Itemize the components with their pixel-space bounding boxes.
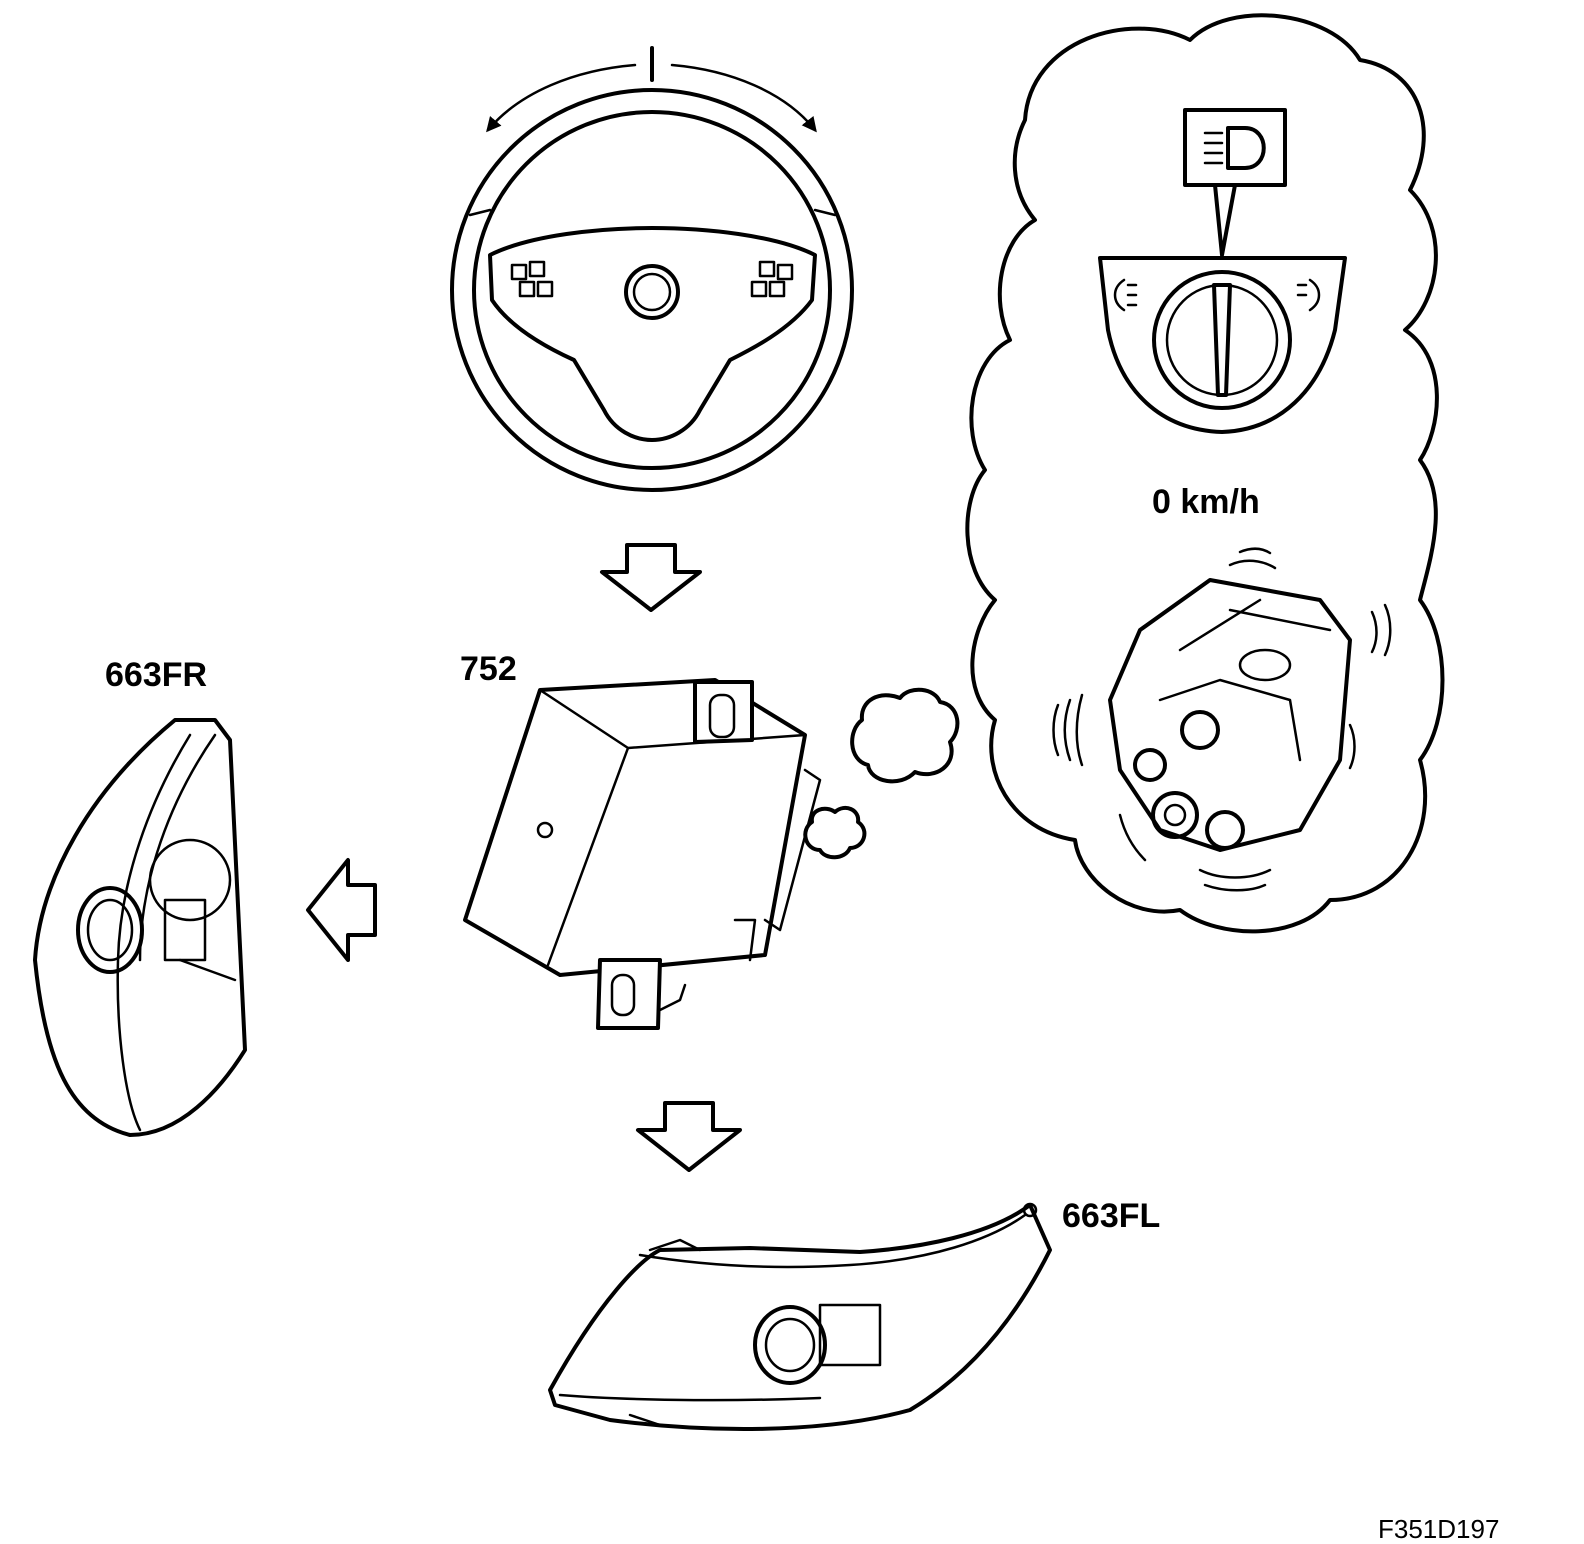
headlamp-symbol-icon xyxy=(1183,108,1287,257)
label-speed: 0 km/h xyxy=(1152,483,1260,521)
headlamp-right-icon xyxy=(33,718,247,1137)
label-663fl: 663FL xyxy=(1062,1197,1160,1235)
steering-wheel-icon xyxy=(450,88,854,492)
control-module-icon xyxy=(463,678,822,1030)
thought-bubble-medium xyxy=(850,687,960,784)
label-663fr: 663FR xyxy=(105,656,207,694)
light-switch-icon xyxy=(1098,256,1347,434)
label-752: 752 xyxy=(460,650,517,688)
steering-rotation-indicator xyxy=(486,46,817,133)
arrow-down-2 xyxy=(636,1101,742,1172)
engine-icon xyxy=(1052,547,1392,892)
arrow-left xyxy=(306,858,377,962)
thought-bubble-small xyxy=(803,806,867,860)
figure-id: F351D197 xyxy=(1378,1514,1499,1544)
arrow-down-1 xyxy=(600,543,702,612)
headlamp-left-icon xyxy=(548,1202,1052,1431)
